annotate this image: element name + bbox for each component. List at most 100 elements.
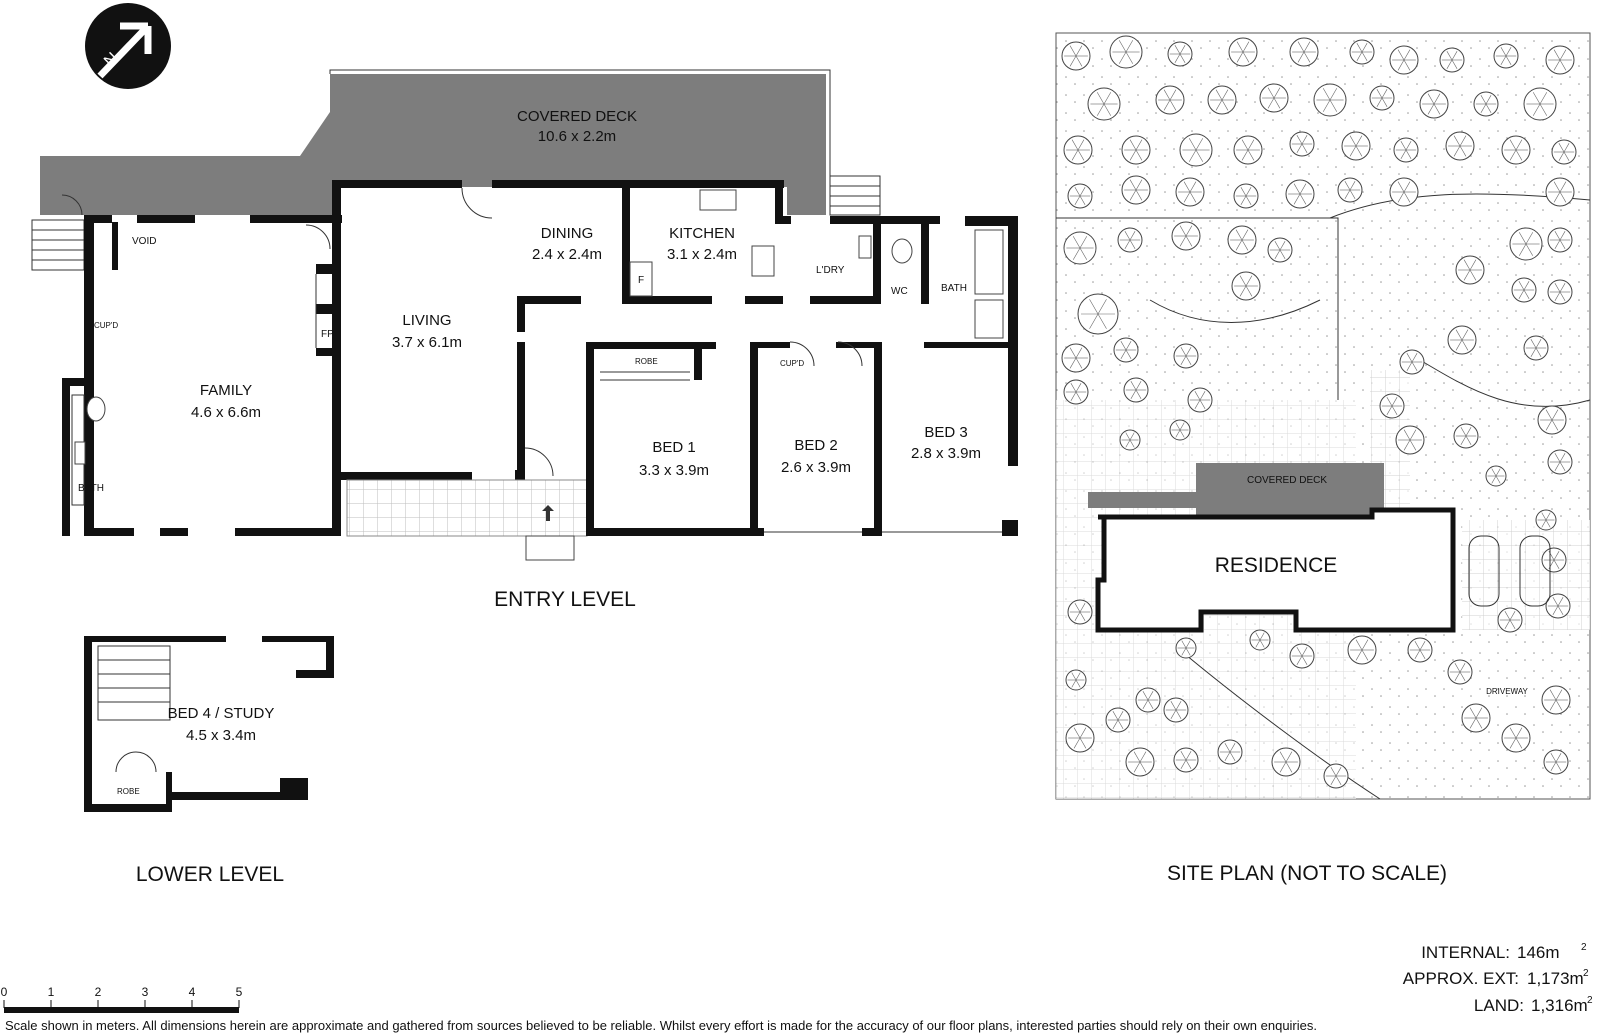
tree-branch <box>1376 89 1383 99</box>
tree-branch <box>1406 353 1413 363</box>
tree-branch <box>1381 89 1388 99</box>
tree-branch <box>1255 639 1261 648</box>
tree-branch <box>1293 193 1301 205</box>
tree-branch <box>1129 189 1137 201</box>
tree-branch <box>1073 727 1081 739</box>
right-bath-label: BATH <box>941 283 967 294</box>
tree-branch <box>1563 151 1570 161</box>
tree-branch <box>1279 761 1287 773</box>
tree-branch <box>1097 313 1107 329</box>
tree-branch <box>1221 99 1229 111</box>
site-covered-deck <box>1196 463 1384 520</box>
tree-branch <box>1189 181 1197 193</box>
tree-branch <box>1296 135 1303 145</box>
tree-branch <box>1504 611 1511 621</box>
site-trees <box>1061 35 1577 789</box>
bed2-size: 2.6 x 3.9m <box>781 459 851 476</box>
tree-branch <box>1361 639 1369 651</box>
tree-branch <box>1433 103 1441 115</box>
tree-branch <box>1179 45 1186 55</box>
tree-branch <box>1463 269 1471 281</box>
tree-branch <box>1555 699 1563 711</box>
tree-branch <box>1391 397 1398 407</box>
tree-branch <box>1125 51 1134 64</box>
tree-branch <box>1397 59 1405 71</box>
void-label: VOID <box>132 236 156 247</box>
tree-branch <box>1074 603 1081 613</box>
tree-branch <box>1329 99 1338 112</box>
tree-branch <box>1194 399 1201 409</box>
tree-branch <box>1403 49 1411 61</box>
tree-branch <box>1236 51 1244 63</box>
tree-branch <box>1163 89 1171 101</box>
tree-branch <box>1179 53 1186 63</box>
tree-branch <box>1518 232 1527 245</box>
north-arrow-icon: N <box>85 3 171 89</box>
tree-branch <box>1491 475 1497 484</box>
tree-branch <box>1240 195 1247 205</box>
tree-branch <box>1386 397 1393 407</box>
land-area-label: LAND: <box>1474 996 1524 1015</box>
site-covered-deck-label: COVERED DECK <box>1247 475 1327 486</box>
tree-branch <box>1552 597 1559 607</box>
tree-branch <box>1475 717 1483 729</box>
tree-branch <box>1112 711 1119 721</box>
tree-branch <box>1301 143 1308 153</box>
site-plan-title: SITE PLAN (NOT TO SCALE) <box>1167 862 1447 885</box>
tree-branch <box>1419 641 1426 651</box>
tree-branch <box>1125 432 1131 441</box>
tree-branch <box>1245 285 1253 297</box>
tree-branch <box>1553 191 1561 203</box>
tree-branch <box>1120 349 1127 359</box>
tree-branch <box>1175 701 1182 711</box>
tree-branch <box>1169 89 1177 101</box>
tree-branch <box>1461 329 1469 341</box>
tree-branch <box>1349 189 1356 199</box>
tree-branch <box>1403 439 1411 451</box>
kitchen-name: KITCHEN <box>669 225 735 242</box>
tree-branch <box>1301 647 1308 657</box>
tree-branch <box>1409 439 1417 451</box>
tree-branch <box>1142 699 1149 709</box>
bed2-name: BED 2 <box>794 437 837 454</box>
tree-branch <box>1397 49 1405 61</box>
ext-area-sup: 2 <box>1583 968 1589 979</box>
tree-branch <box>1509 619 1516 629</box>
tree-branch <box>1469 259 1477 271</box>
tree-branch <box>1239 285 1247 297</box>
tree-branch <box>1071 679 1077 688</box>
tree-branch <box>1129 231 1136 241</box>
tree-branch <box>1255 632 1261 641</box>
entry-arrow-icon <box>542 505 554 521</box>
tree-branch <box>1505 55 1512 65</box>
tree-branch <box>1112 719 1119 729</box>
tree-branch <box>1129 432 1135 441</box>
tree-branch <box>1245 195 1252 205</box>
tree-branch <box>1419 649 1426 659</box>
tree-branch <box>1355 649 1363 661</box>
tree-branch <box>1181 647 1187 656</box>
tree-branch <box>1553 49 1561 61</box>
tree-branch <box>1071 139 1079 151</box>
tree-branch <box>1175 429 1181 438</box>
tree-branch <box>1301 135 1308 145</box>
tree-branch <box>1427 93 1435 105</box>
tree-branch <box>1500 55 1507 65</box>
tree-branch <box>1241 239 1249 251</box>
internal-area-sup: 2 <box>1581 942 1587 953</box>
tree-branch <box>1455 329 1463 341</box>
tree-branch <box>1072 247 1081 260</box>
tree-branch <box>1361 649 1369 661</box>
tree-branch <box>1500 47 1507 57</box>
tree-branch <box>1118 51 1127 64</box>
tree-branch <box>1400 149 1407 159</box>
cars <box>1468 535 1551 607</box>
residence-footprint <box>1095 507 1456 633</box>
tree-branch <box>1414 641 1421 651</box>
tree-branch <box>1505 47 1512 57</box>
dining-name: DINING <box>541 225 594 242</box>
tree-branch <box>1485 103 1492 113</box>
tree-branch <box>1397 181 1405 193</box>
tree-branch <box>1485 95 1492 105</box>
